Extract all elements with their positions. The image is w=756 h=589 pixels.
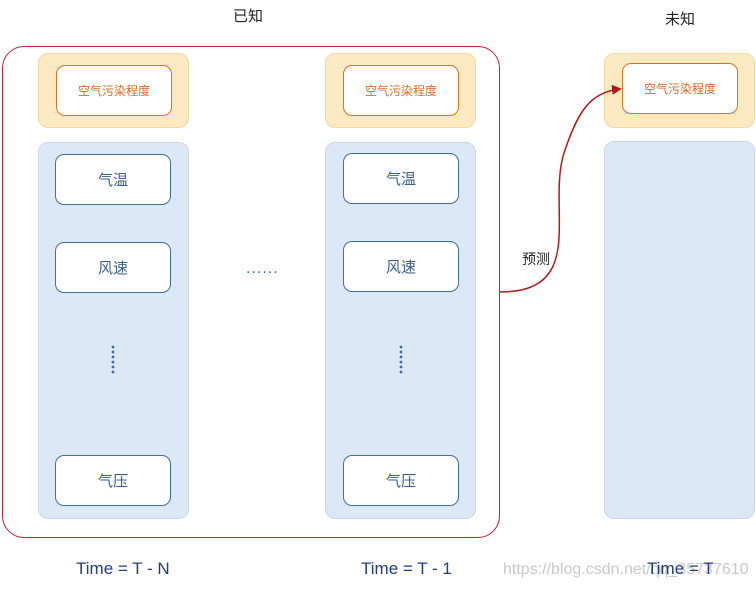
target-node-t-minus-n: 空气污染程度 (56, 65, 172, 116)
target-node-t-minus-1: 空气污染程度 (343, 65, 459, 116)
feature-temperature-t-minus-1: 气温 (343, 153, 459, 204)
time-label-t: Time = T (647, 559, 714, 578)
target-node-t: 空气污染程度 (622, 63, 738, 114)
feature-temperature-t-minus-n: 气温 (55, 154, 171, 205)
vertical-ellipsis-t-minus-n (111, 345, 115, 374)
vertical-ellipsis-t-minus-1 (399, 345, 403, 374)
time-label-t-minus-n: Time = T - N (76, 559, 170, 578)
known-region (2, 46, 500, 538)
feature-pressure-t-minus-1: 气压 (343, 455, 459, 506)
horizontal-ellipsis: ...... (246, 261, 279, 277)
unknown-label: 未知 (665, 10, 696, 28)
feature-column-t-empty (604, 141, 755, 519)
time-label-t-minus-1: Time = T - 1 (361, 559, 452, 578)
watermark: https://blog.csdn.net/qq_35737610 (503, 561, 749, 578)
known-label: 已知 (233, 7, 264, 25)
feature-pressure-t-minus-n: 气压 (55, 455, 171, 506)
feature-wind-speed-t-minus-n: 风速 (55, 242, 171, 293)
feature-wind-speed-t-minus-1: 风速 (343, 241, 459, 292)
predict-label: 预测 (522, 252, 550, 268)
